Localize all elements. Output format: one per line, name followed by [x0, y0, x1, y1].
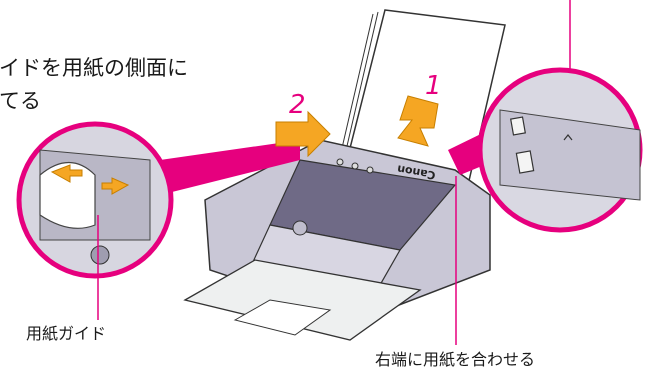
output-tray — [183, 259, 422, 341]
instruction-line-1: イドを用紙の側面に — [0, 56, 188, 80]
step-1-number: 1 — [425, 71, 442, 101]
edge-closeup — [448, 67, 643, 233]
insert-arrow-icon — [275, 95, 439, 158]
callout-align-right: 右端に用紙を合わせる — [375, 350, 536, 369]
instruction-line-2: てる — [0, 89, 41, 113]
callout-paper-guide: 用紙ガイド — [26, 324, 107, 343]
push-arrow-icon — [50, 164, 130, 195]
step-2-number: 2 — [289, 90, 306, 120]
